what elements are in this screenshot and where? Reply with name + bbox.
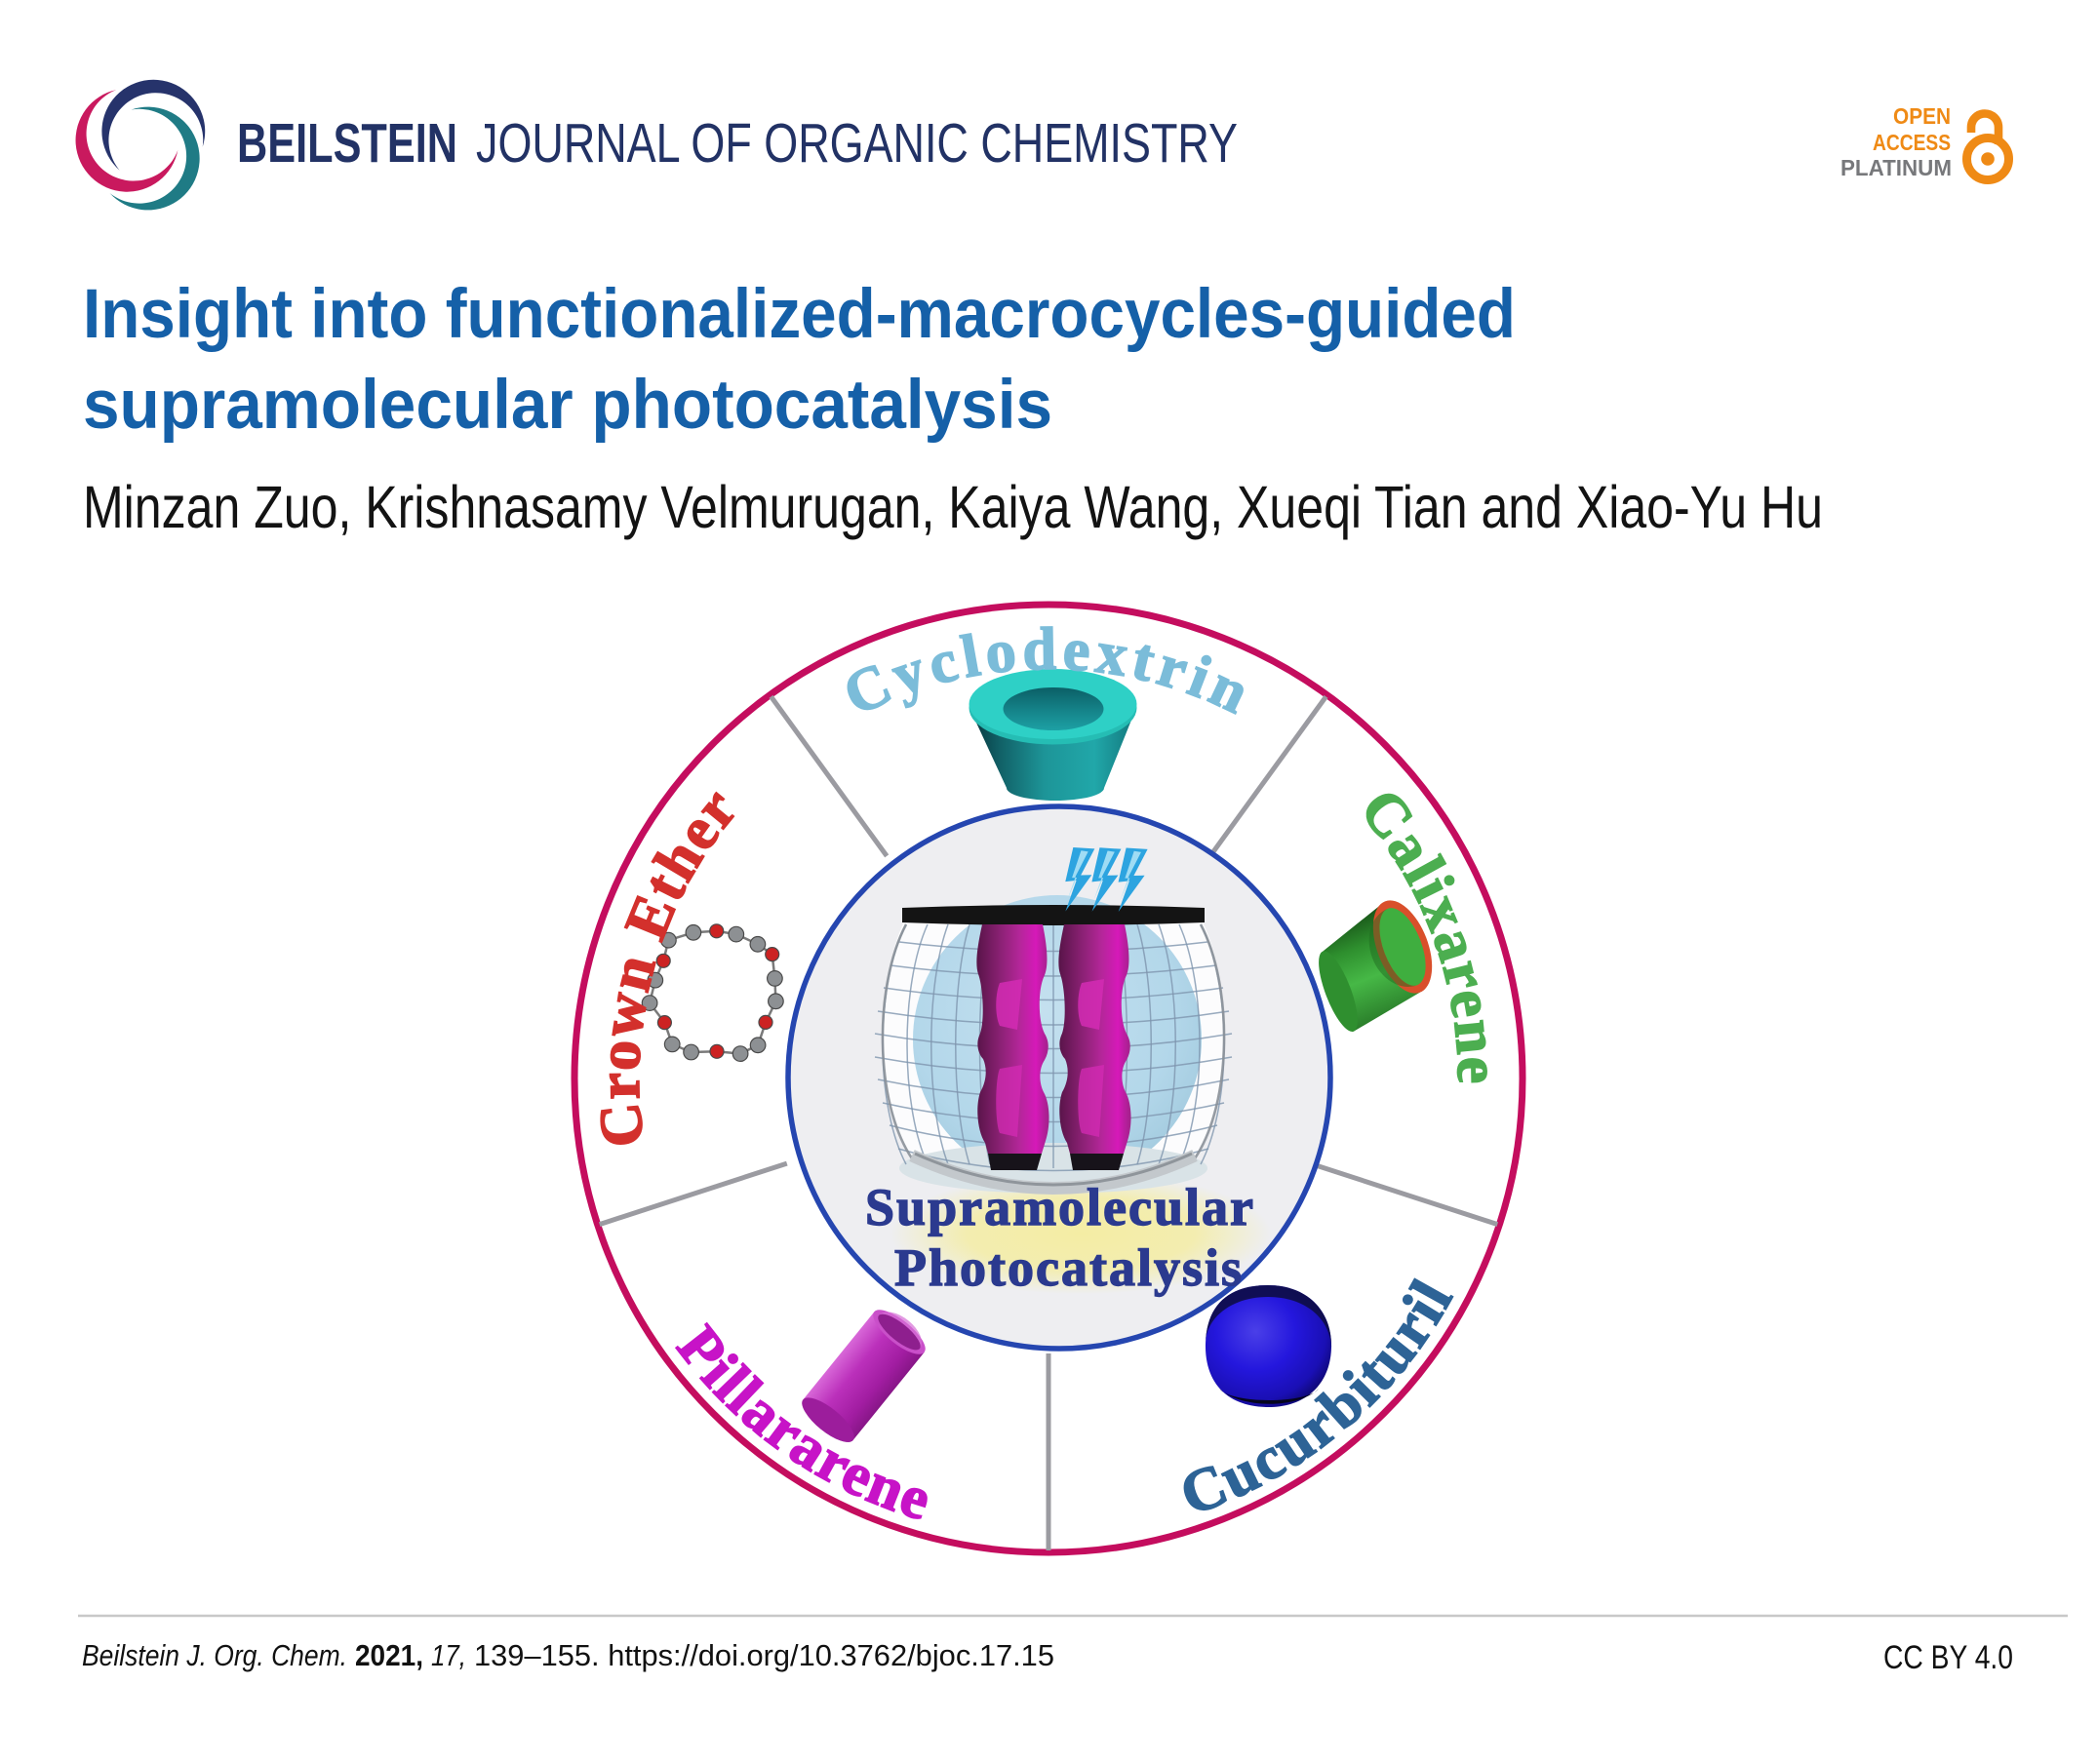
svg-text:ACCESS: ACCESS bbox=[1873, 130, 1951, 155]
svg-text:Supramolecular: Supramolecular bbox=[865, 1178, 1255, 1236]
svg-text:JOURNAL OF ORGANIC CHEMISTRY: JOURNAL OF ORGANIC CHEMISTRY bbox=[476, 112, 1238, 175]
svg-text:BEILSTEIN: BEILSTEIN bbox=[237, 112, 457, 175]
svg-text:supramolecular photocatalysis: supramolecular photocatalysis bbox=[83, 367, 1052, 444]
svg-text:Beilstein J. Org. Chem.2021,17: Beilstein J. Org. Chem.2021,17,139–155. … bbox=[82, 1638, 1054, 1672]
svg-text:Minzan Zuo, Krishnasamy Velmur: Minzan Zuo, Krishnasamy Velmurugan, Kaiy… bbox=[83, 474, 1823, 540]
svg-text:PLATINUM: PLATINUM bbox=[1840, 155, 1952, 180]
svg-text:Insight into functionalized-ma: Insight into functionalized-macrocycles-… bbox=[83, 276, 1516, 353]
svg-text:CC BY 4.0: CC BY 4.0 bbox=[1883, 1639, 2013, 1676]
svg-text:Photocatalysis: Photocatalysis bbox=[894, 1238, 1244, 1297]
svg-text:OPEN: OPEN bbox=[1893, 103, 1951, 129]
